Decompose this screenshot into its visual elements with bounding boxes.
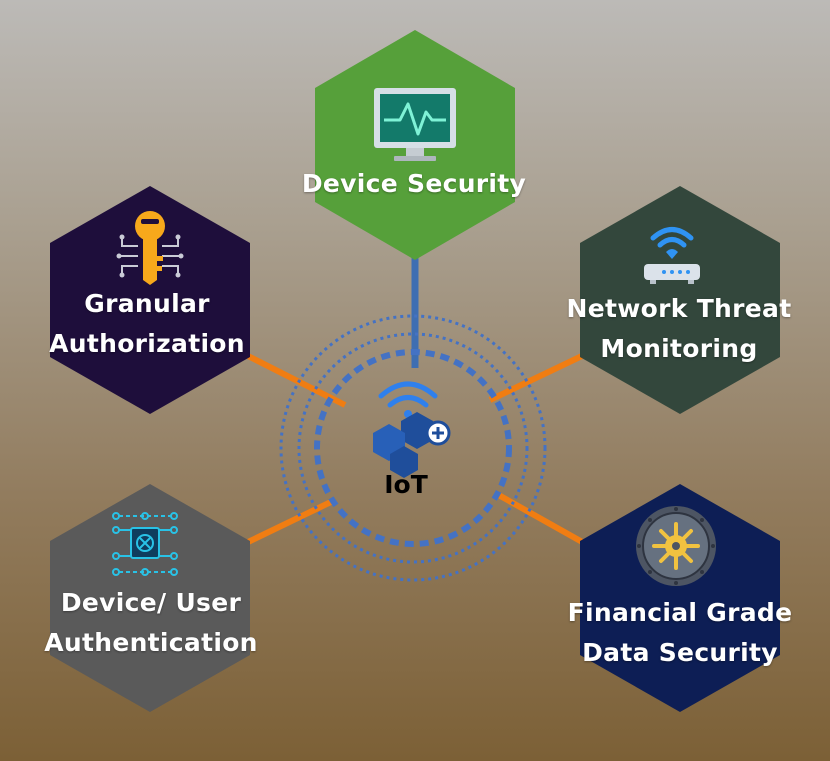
iot-device-icon xyxy=(373,381,451,478)
hexagon-granular-authorization xyxy=(50,186,250,414)
hexagon-network-threat-monitoring xyxy=(580,186,780,414)
connector-device-user-authentication xyxy=(244,497,337,546)
monitor-heartbeat-icon xyxy=(374,88,456,161)
circuit-chip-icon xyxy=(112,512,178,576)
label-granular-authorization-line-2: Authorization xyxy=(49,329,245,358)
label-network-threat-monitoring-line-1: Network Threat xyxy=(566,294,792,323)
middle-ring xyxy=(297,332,529,564)
hexagon-financial-grade-data-security xyxy=(580,484,780,712)
label-financial-grade-data-security: Financial Grade Data Security xyxy=(568,593,793,673)
wifi-router-icon xyxy=(644,227,700,284)
label-network-threat-monitoring-line-2: Monitoring xyxy=(600,334,758,363)
label-network-threat-monitoring: Network Threat Monitoring xyxy=(567,289,792,369)
label-device-security-line-1: Device Security xyxy=(301,169,527,198)
inner-ring xyxy=(314,349,512,547)
connector-financial-grade-data-security xyxy=(493,490,586,546)
center-rings xyxy=(279,314,547,582)
label-granular-authorization: Granular Authorization xyxy=(49,284,245,364)
label-financial-grade-data-security-line-2: Data Security xyxy=(582,638,778,667)
label-financial-grade-data-security-line-1: Financial Grade xyxy=(567,598,793,627)
center-label: IoT xyxy=(384,470,428,499)
key-icon xyxy=(116,211,184,285)
vault-icon xyxy=(636,506,716,586)
label-device-user-authentication-line-2: Authentication xyxy=(44,628,258,657)
label-device-security: Device Security xyxy=(302,164,526,204)
label-device-user-authentication: Device/ User Authentication xyxy=(44,583,258,663)
outer-ring xyxy=(279,314,547,582)
label-device-user-authentication-line-1: Device/ User xyxy=(60,588,242,617)
label-granular-authorization-line-1: Granular xyxy=(84,289,210,318)
hexagon-device-user-authentication xyxy=(50,484,250,712)
connector-network-threat-monitoring xyxy=(488,352,586,403)
